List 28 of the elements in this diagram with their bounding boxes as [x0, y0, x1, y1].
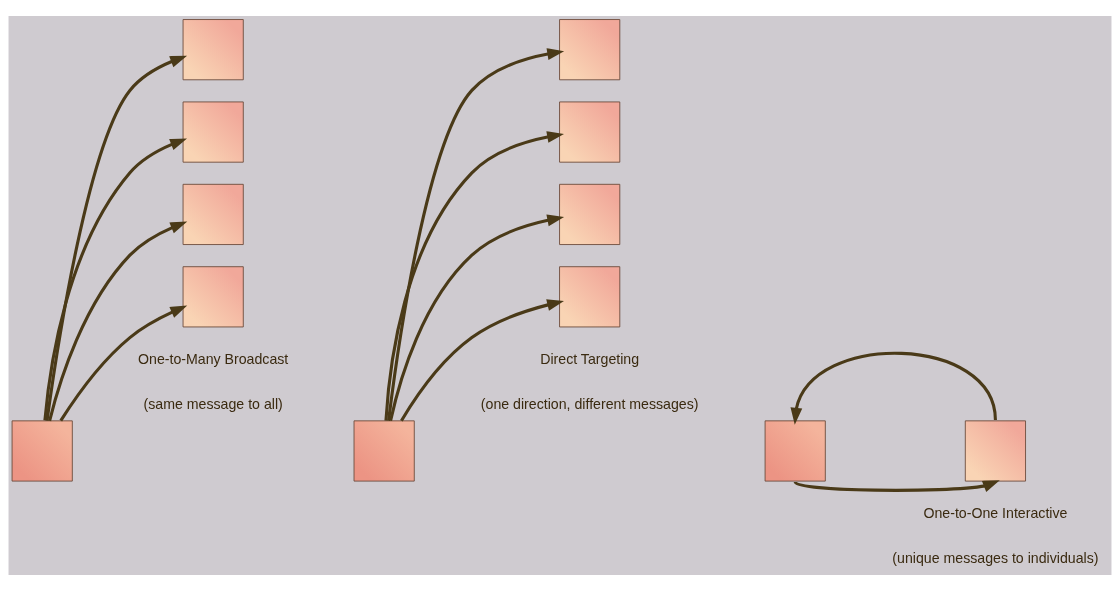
arrow — [59, 305, 188, 421]
label: (one direction, different messages) — [480, 395, 699, 412]
label: (unique messages to individuals) — [892, 549, 1099, 566]
label: (same message to all) — [143, 395, 283, 412]
node-box — [559, 101, 621, 163]
node-box — [559, 265, 621, 327]
label: Direct Targeting — [540, 350, 640, 367]
arrow — [45, 55, 188, 421]
node-box — [764, 419, 826, 482]
node-box — [11, 419, 73, 482]
arrow — [48, 221, 188, 421]
node-box — [353, 419, 415, 482]
node-box — [182, 265, 244, 327]
arrow — [790, 351, 997, 425]
arrow — [794, 479, 1000, 492]
node-box — [182, 183, 244, 245]
arrow — [400, 298, 564, 422]
node-box — [964, 419, 1026, 482]
arrow — [387, 47, 565, 421]
node-box — [559, 183, 621, 245]
node-box — [182, 18, 244, 80]
node-box — [182, 101, 244, 163]
node-box — [559, 18, 621, 80]
arrow — [389, 214, 565, 421]
label: One-to-One Interactive — [923, 504, 1068, 521]
label: One-to-Many Broadcast — [138, 350, 289, 367]
arrow — [43, 138, 188, 421]
arrow — [384, 130, 564, 421]
